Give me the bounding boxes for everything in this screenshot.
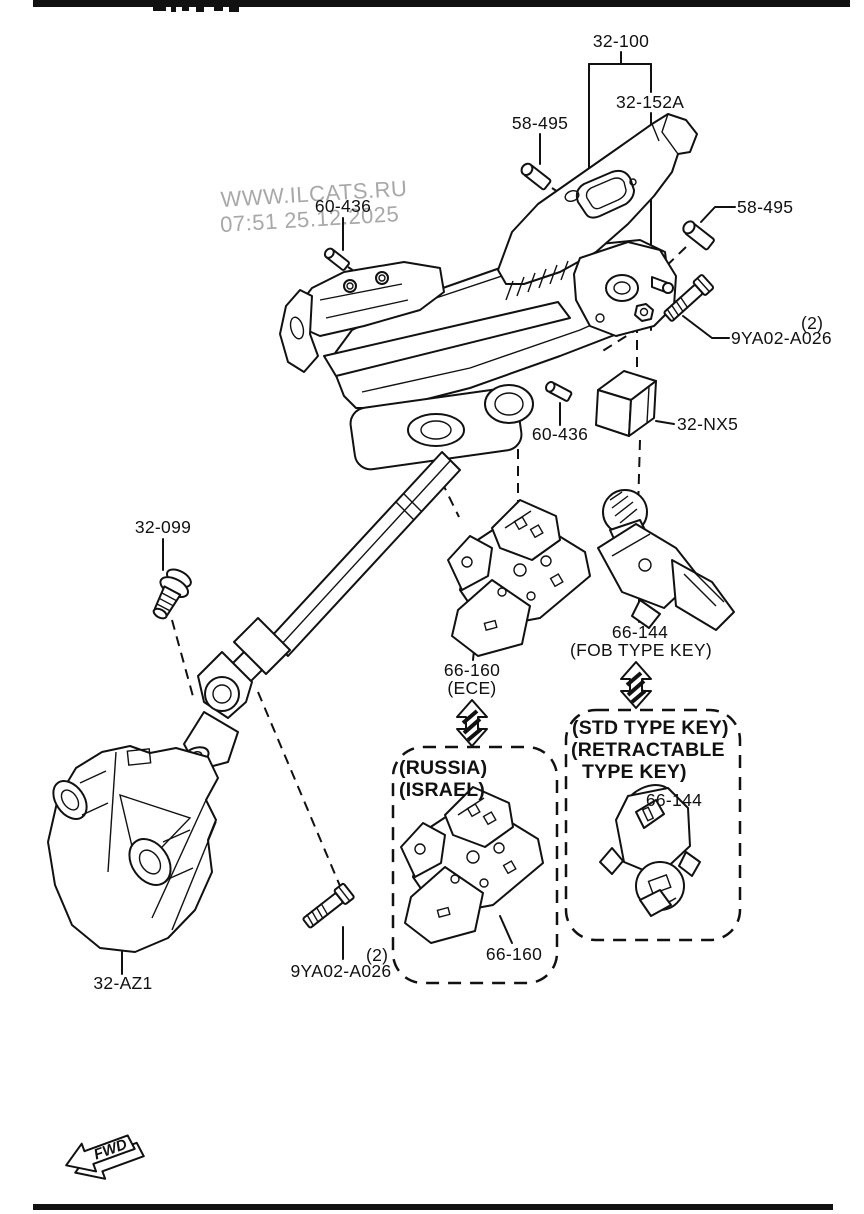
label-66-160: 66-160 xyxy=(444,660,500,680)
lock-cylinder-66-144-std xyxy=(599,784,701,917)
stud-32-099 xyxy=(152,568,192,620)
caption-russia: (RUSSIA) xyxy=(399,757,487,779)
label-32-099: 32-099 xyxy=(135,517,191,537)
pin-60-436-lower xyxy=(545,381,573,402)
label-32-152a: 32-152A xyxy=(616,92,684,112)
watermark: WWW.ILCATS.RU 07:51 25.12.2025 xyxy=(219,176,408,237)
label-60-436-upper: 60-436 xyxy=(315,196,371,216)
fwd-arrow: FWD xyxy=(65,1134,145,1180)
clipped-text-remnant xyxy=(153,7,239,12)
label-66-160-variant: (ECE) xyxy=(447,678,496,698)
page-border-bottom xyxy=(33,1204,833,1210)
label-9ya02-lower: 9YA02-A026 xyxy=(291,961,392,981)
steering-shaft xyxy=(207,451,461,707)
label-66-160-box: 66-160 xyxy=(486,944,542,964)
bolt-58-495-left xyxy=(520,162,552,191)
label-9ya02-upper-qty: (2) xyxy=(801,313,823,333)
label-60-436-lower: 60-436 xyxy=(532,424,588,444)
variant-arrow-ece xyxy=(456,699,488,747)
label-66-144-variant: (FOB TYPE KEY) xyxy=(570,640,712,660)
part-labels: 32-100 32-152A 58-495 58-495 60-436 (2) … xyxy=(93,31,832,993)
label-32-az1: 32-AZ1 xyxy=(93,973,152,993)
label-58-495-right: 58-495 xyxy=(737,197,793,217)
bolt-9ya02-a026-lower xyxy=(302,882,355,929)
variant-box-russia-israel xyxy=(391,745,559,985)
bracket-32-az1 xyxy=(47,745,219,953)
hex-nut xyxy=(634,303,654,322)
variant-arrow-fob xyxy=(620,661,652,709)
steering-column-assembly xyxy=(279,113,698,471)
label-32-100: 32-100 xyxy=(593,31,649,51)
pin-60-436-upper xyxy=(323,247,350,271)
bolt-58-495-right xyxy=(682,220,715,251)
label-66-144-box: 66-144 xyxy=(646,790,702,810)
caption-retractable: (RETRACTABLE xyxy=(571,739,725,761)
label-9ya02-upper: 9YA02-A026 xyxy=(731,328,832,348)
label-66-144: 66-144 xyxy=(612,622,668,642)
bolt-9ya02-a026-upper xyxy=(663,274,715,322)
ignition-switch-66-160 xyxy=(447,499,591,657)
label-32-nx5: 32-NX5 xyxy=(677,414,738,434)
key-set-66-144 xyxy=(597,489,735,631)
caption-type-key: TYPE KEY) xyxy=(582,761,687,783)
variant-box-captions: (RUSSIA) (ISRAEL) (STD TYPE KEY) (RETRAC… xyxy=(399,717,729,801)
label-9ya02-lower-qty: (2) xyxy=(366,945,388,965)
label-58-495-left: 58-495 xyxy=(512,113,568,133)
tube-hatching xyxy=(505,260,569,301)
caption-std-type-key: (STD TYPE KEY) xyxy=(572,717,729,739)
page-border-top xyxy=(33,0,850,7)
variant-box-std-retractable xyxy=(564,708,742,942)
caption-israel: (ISRAEL) xyxy=(399,779,485,801)
cap-32-nx5 xyxy=(595,370,657,437)
